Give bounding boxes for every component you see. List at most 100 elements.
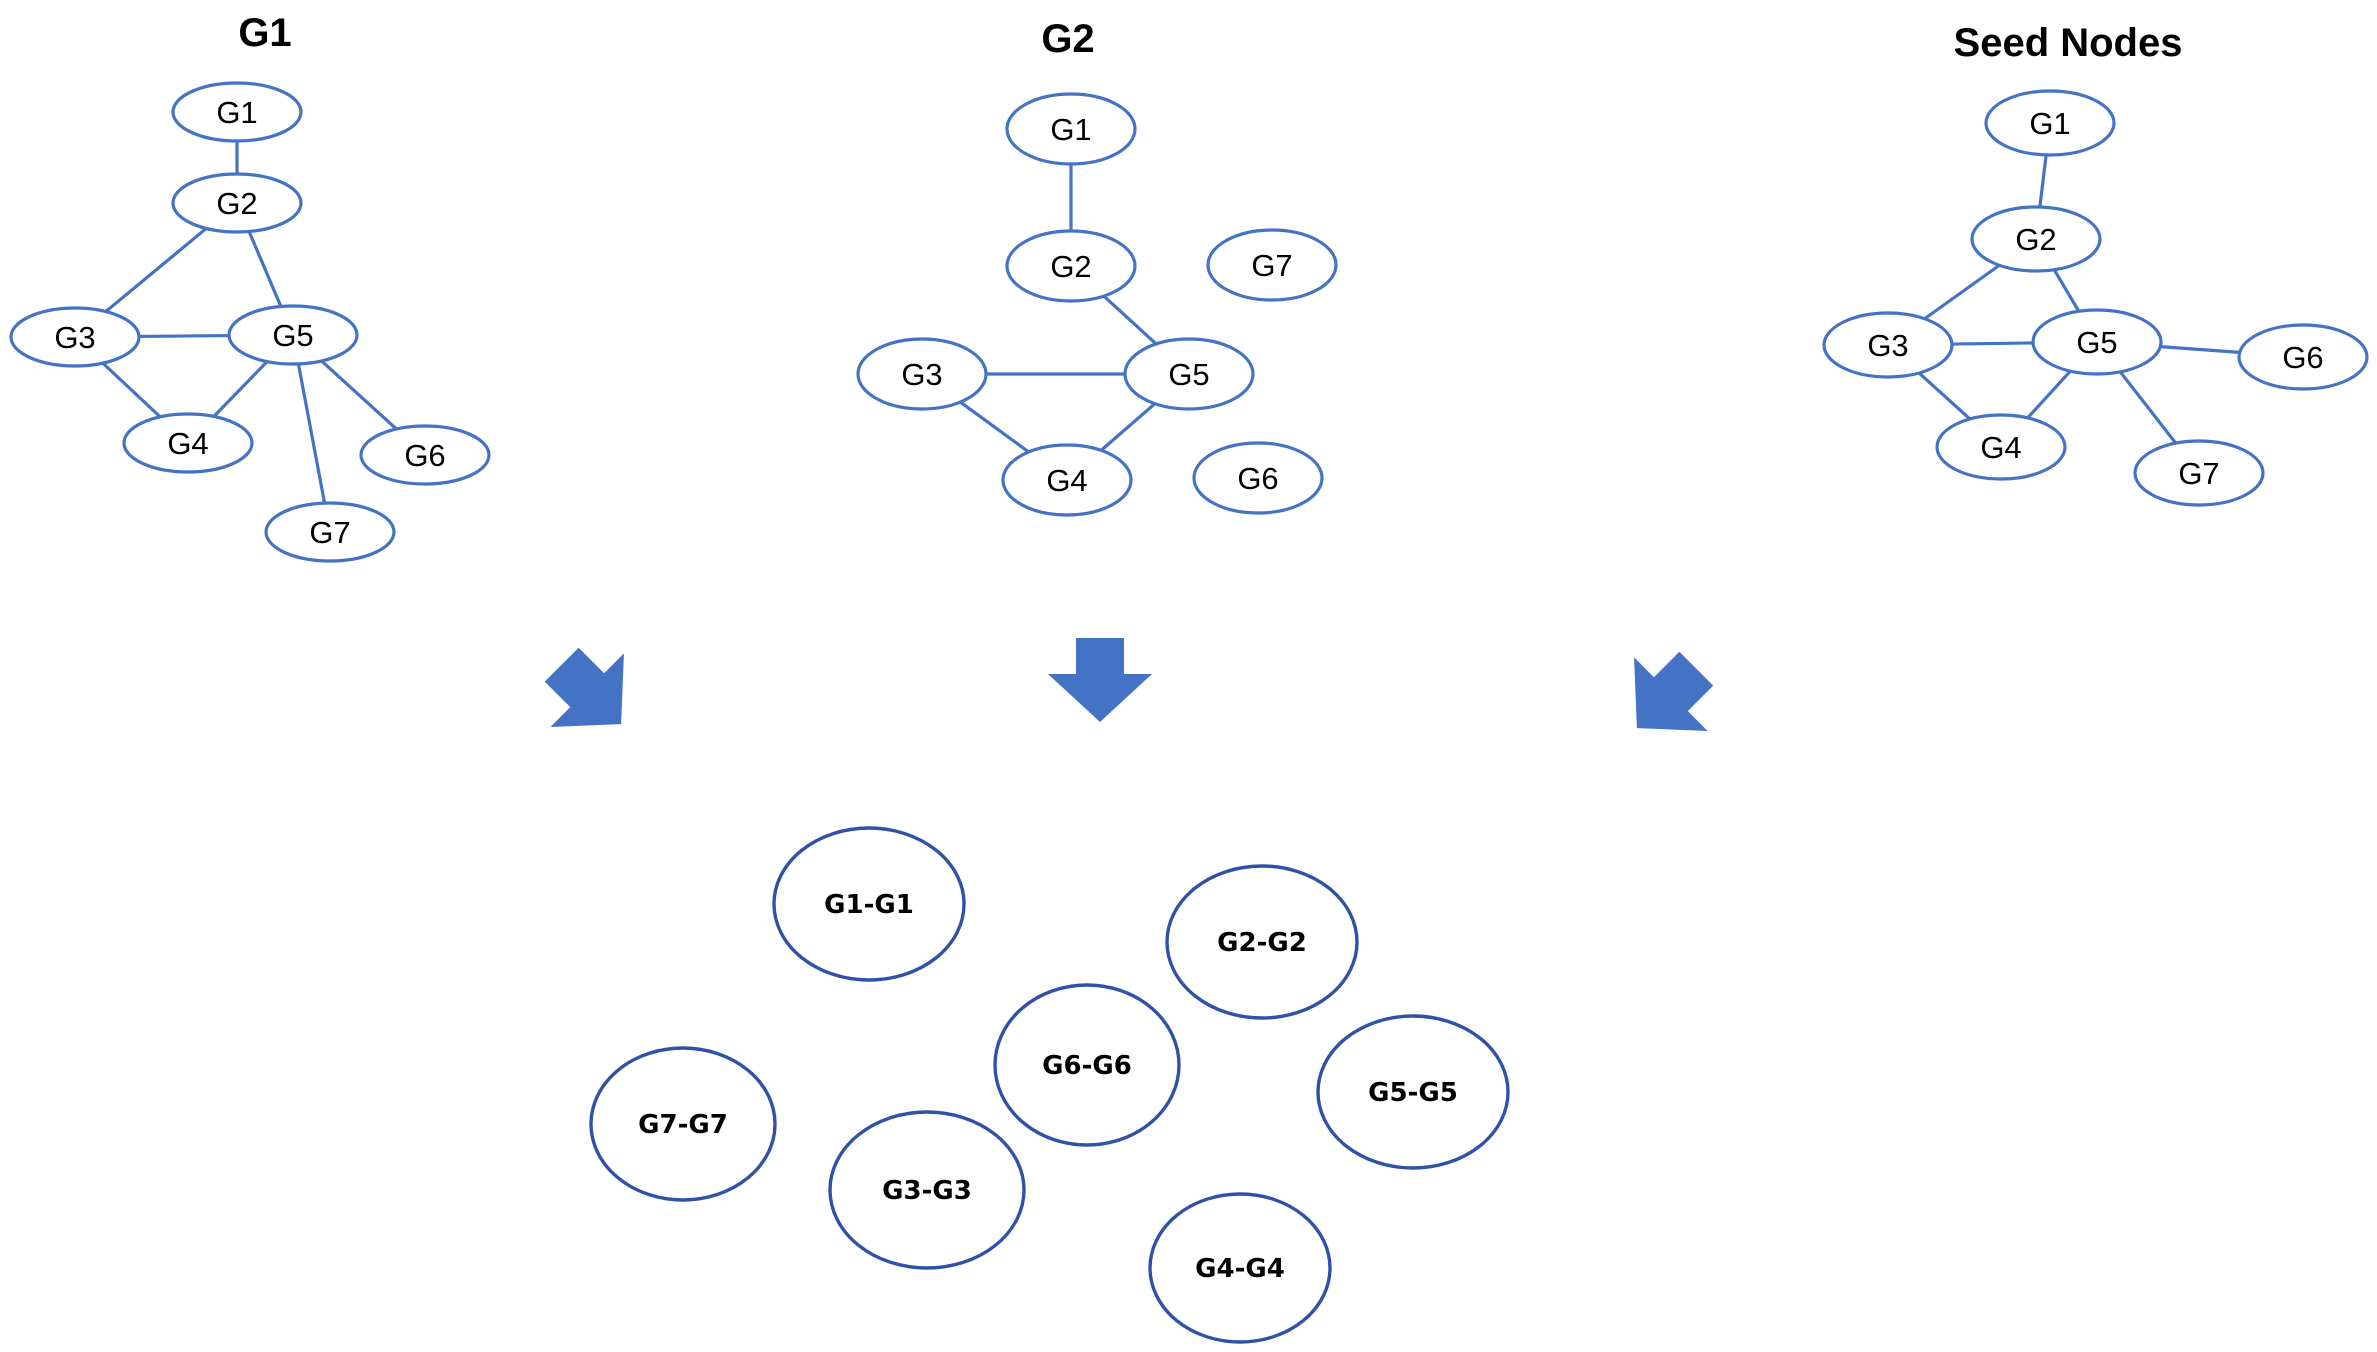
seed-panel-title: Seed Nodes [1954,21,2183,65]
seed-node-g2: G2 [1970,205,2102,273]
g2-node-shape [856,337,988,411]
seed-node-shape [1935,413,2067,481]
merged-node-label: G3-G3 [882,1176,972,1206]
g1-node-label: G7 [309,515,350,550]
g2-edge-g2-g5 [1102,294,1158,346]
seed-node-label: G1 [2029,106,2070,141]
seed-node-g5: G5 [2031,308,2163,376]
seed-node-g1: G1 [1984,89,2116,157]
g2-node-g4: G4 [1001,443,1133,517]
g2-node-shape [1123,337,1255,411]
g2-node-g1: G1 [1005,92,1137,166]
seed-edge-g1-g2 [2038,154,2048,208]
g2-node-shape [1001,443,1133,517]
merged-node-shape [993,983,1181,1147]
seed-node-shape [2031,308,2163,376]
g2-node-label: G4 [1046,463,1087,498]
g1-edge-g5-g7 [296,363,327,504]
seed-edge-g5-g6 [2160,345,2240,354]
seed-node-label: G3 [1867,328,1908,363]
g2-node-g5: G5 [1123,337,1255,411]
g2-node-label: G5 [1168,357,1209,392]
g1-node-label: G2 [216,186,257,221]
arrow-left-down-right [544,647,624,727]
g1-node-label: G5 [272,318,313,353]
g2-panel-title: G2 [1041,17,1094,61]
g1-edge-g5-g6 [320,359,398,431]
seed-node-g7: G7 [2133,439,2265,507]
g1-node-g5: G5 [227,304,359,366]
g1-node-g7: G7 [264,501,396,563]
g1-node-shape [264,501,396,563]
g1-node-label: G1 [216,95,257,130]
g1-node-shape [171,172,303,234]
g1-edge-g4-g5 [212,360,269,418]
merged-node-g1-g1: G1-G1 [772,826,966,982]
seed-node-label: G7 [2178,456,2219,491]
merged-node-label: G6-G6 [1042,1051,1132,1081]
merged-node-shape [772,826,966,982]
g1-node-g2: G2 [171,172,303,234]
seed-node-label: G5 [2076,325,2117,360]
arrows-layer [544,638,1714,731]
g2-node-g7: G7 [1206,228,1338,302]
g2-edge-g4-g5 [1100,402,1156,452]
merged-node-label: G1-G1 [824,890,914,920]
seed-node-shape [2237,323,2369,391]
g2-node-label: G2 [1050,249,1091,284]
merged-node-shape [1316,1014,1510,1170]
seed-edge-g3-g5 [1951,341,2034,346]
g1-edge-g3-g4 [101,361,162,419]
g1-node-shape [227,304,359,366]
seed-node-shape [1970,205,2102,273]
seed-node-label: G4 [1980,430,2021,465]
g1-node-shape [122,412,254,474]
g1-node-shape [171,81,303,143]
merged-node-g6-g6: G6-G6 [993,983,1181,1147]
g2-node-g6: G6 [1192,441,1324,515]
merged-node-g2-g2: G2-G2 [1165,864,1359,1020]
merged-node-label: G4-G4 [1195,1254,1285,1284]
seed-node-g6: G6 [2237,323,2369,391]
seed-node-g4: G4 [1935,413,2067,481]
g1-panel-title: G1 [238,11,291,55]
merged-node-g5-g5: G5-G5 [1316,1014,1510,1170]
seed-node-shape [1822,311,1954,379]
seed-edge-g3-g4 [1917,371,1972,421]
arrow-center-down [1048,638,1152,722]
g1-node-label: G4 [167,426,208,461]
merged-node-shape [828,1110,1026,1270]
g1-edge-g2-g5 [247,230,283,308]
g1-node-g4: G4 [122,412,254,474]
seed-edge-g5-g7 [2118,370,2178,445]
arrow-right-down-left [1634,651,1714,731]
seed-edge-g4-g5 [2026,370,2072,419]
merged-node-shape [589,1046,777,1202]
seed-node-shape [2133,439,2265,507]
merged-node-label: G2-G2 [1217,928,1307,958]
merged-node-label: G7-G7 [638,1110,728,1140]
g2-edge-g3-g4 [959,400,1030,454]
merged-node-g4-g4: G4-G4 [1148,1192,1332,1344]
g1-node-shape [9,306,141,368]
g1-node-label: G6 [404,438,445,473]
seed-node-g3: G3 [1822,311,1954,379]
merged-node-label: G5-G5 [1368,1078,1458,1108]
merged-node-shape [1165,864,1359,1020]
g1-node-shape [359,424,491,486]
g1-edge-g2-g3 [104,227,208,313]
merged-node-shape [1148,1192,1332,1344]
g1-node-label: G3 [54,320,95,355]
g2-node-g3: G3 [856,337,988,411]
merged-node-g7-g7: G7-G7 [589,1046,777,1202]
seed-node-label: G6 [2282,340,2323,375]
g2-node-g2: G2 [1005,229,1137,303]
seed-edge-g2-g5 [2052,268,2081,313]
g2-node-shape [1005,229,1137,303]
